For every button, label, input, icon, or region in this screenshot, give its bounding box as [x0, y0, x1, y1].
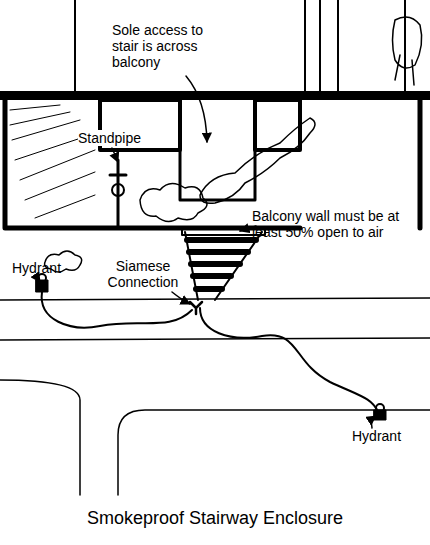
fire-hose — [42, 292, 192, 328]
callout-label: Hydrant — [352, 428, 424, 444]
hydrant-cap — [376, 404, 384, 412]
standpipe-valve — [112, 184, 124, 196]
callout-label: Hydrant — [12, 260, 82, 276]
leader-line — [372, 416, 377, 428]
leader-line — [172, 292, 190, 304]
standpipe-symbol — [110, 160, 126, 228]
siamese-symbol — [190, 302, 202, 314]
floor-slab — [0, 91, 430, 100]
stair-steps — [185, 232, 262, 300]
leader-line — [186, 76, 207, 142]
callout-label: Siamese Connection — [98, 258, 188, 290]
callout-label: Standpipe — [78, 130, 158, 146]
hand-figure — [393, 17, 422, 85]
smoke-cloud — [140, 183, 207, 221]
door-opening — [180, 150, 255, 200]
smoke-cloud — [200, 118, 315, 203]
fire-hose — [200, 308, 378, 412]
callout-label: Sole access to stair is across balcony — [112, 22, 230, 70]
hydrant-symbol — [374, 404, 386, 420]
wall-panel — [255, 100, 300, 150]
leader-line — [36, 276, 40, 282]
stair-hatching — [10, 105, 95, 218]
leader-line — [112, 148, 118, 162]
street-curb — [0, 298, 430, 495]
stair-tread — [187, 240, 256, 289]
hydrant-symbol — [36, 274, 48, 292]
callout-label: Balcony wall must be at least 50% open t… — [252, 208, 424, 240]
stair-outline — [185, 232, 262, 300]
building-column — [75, 0, 405, 95]
figure-caption: Smokeproof Stairway Enclosure — [0, 508, 430, 529]
